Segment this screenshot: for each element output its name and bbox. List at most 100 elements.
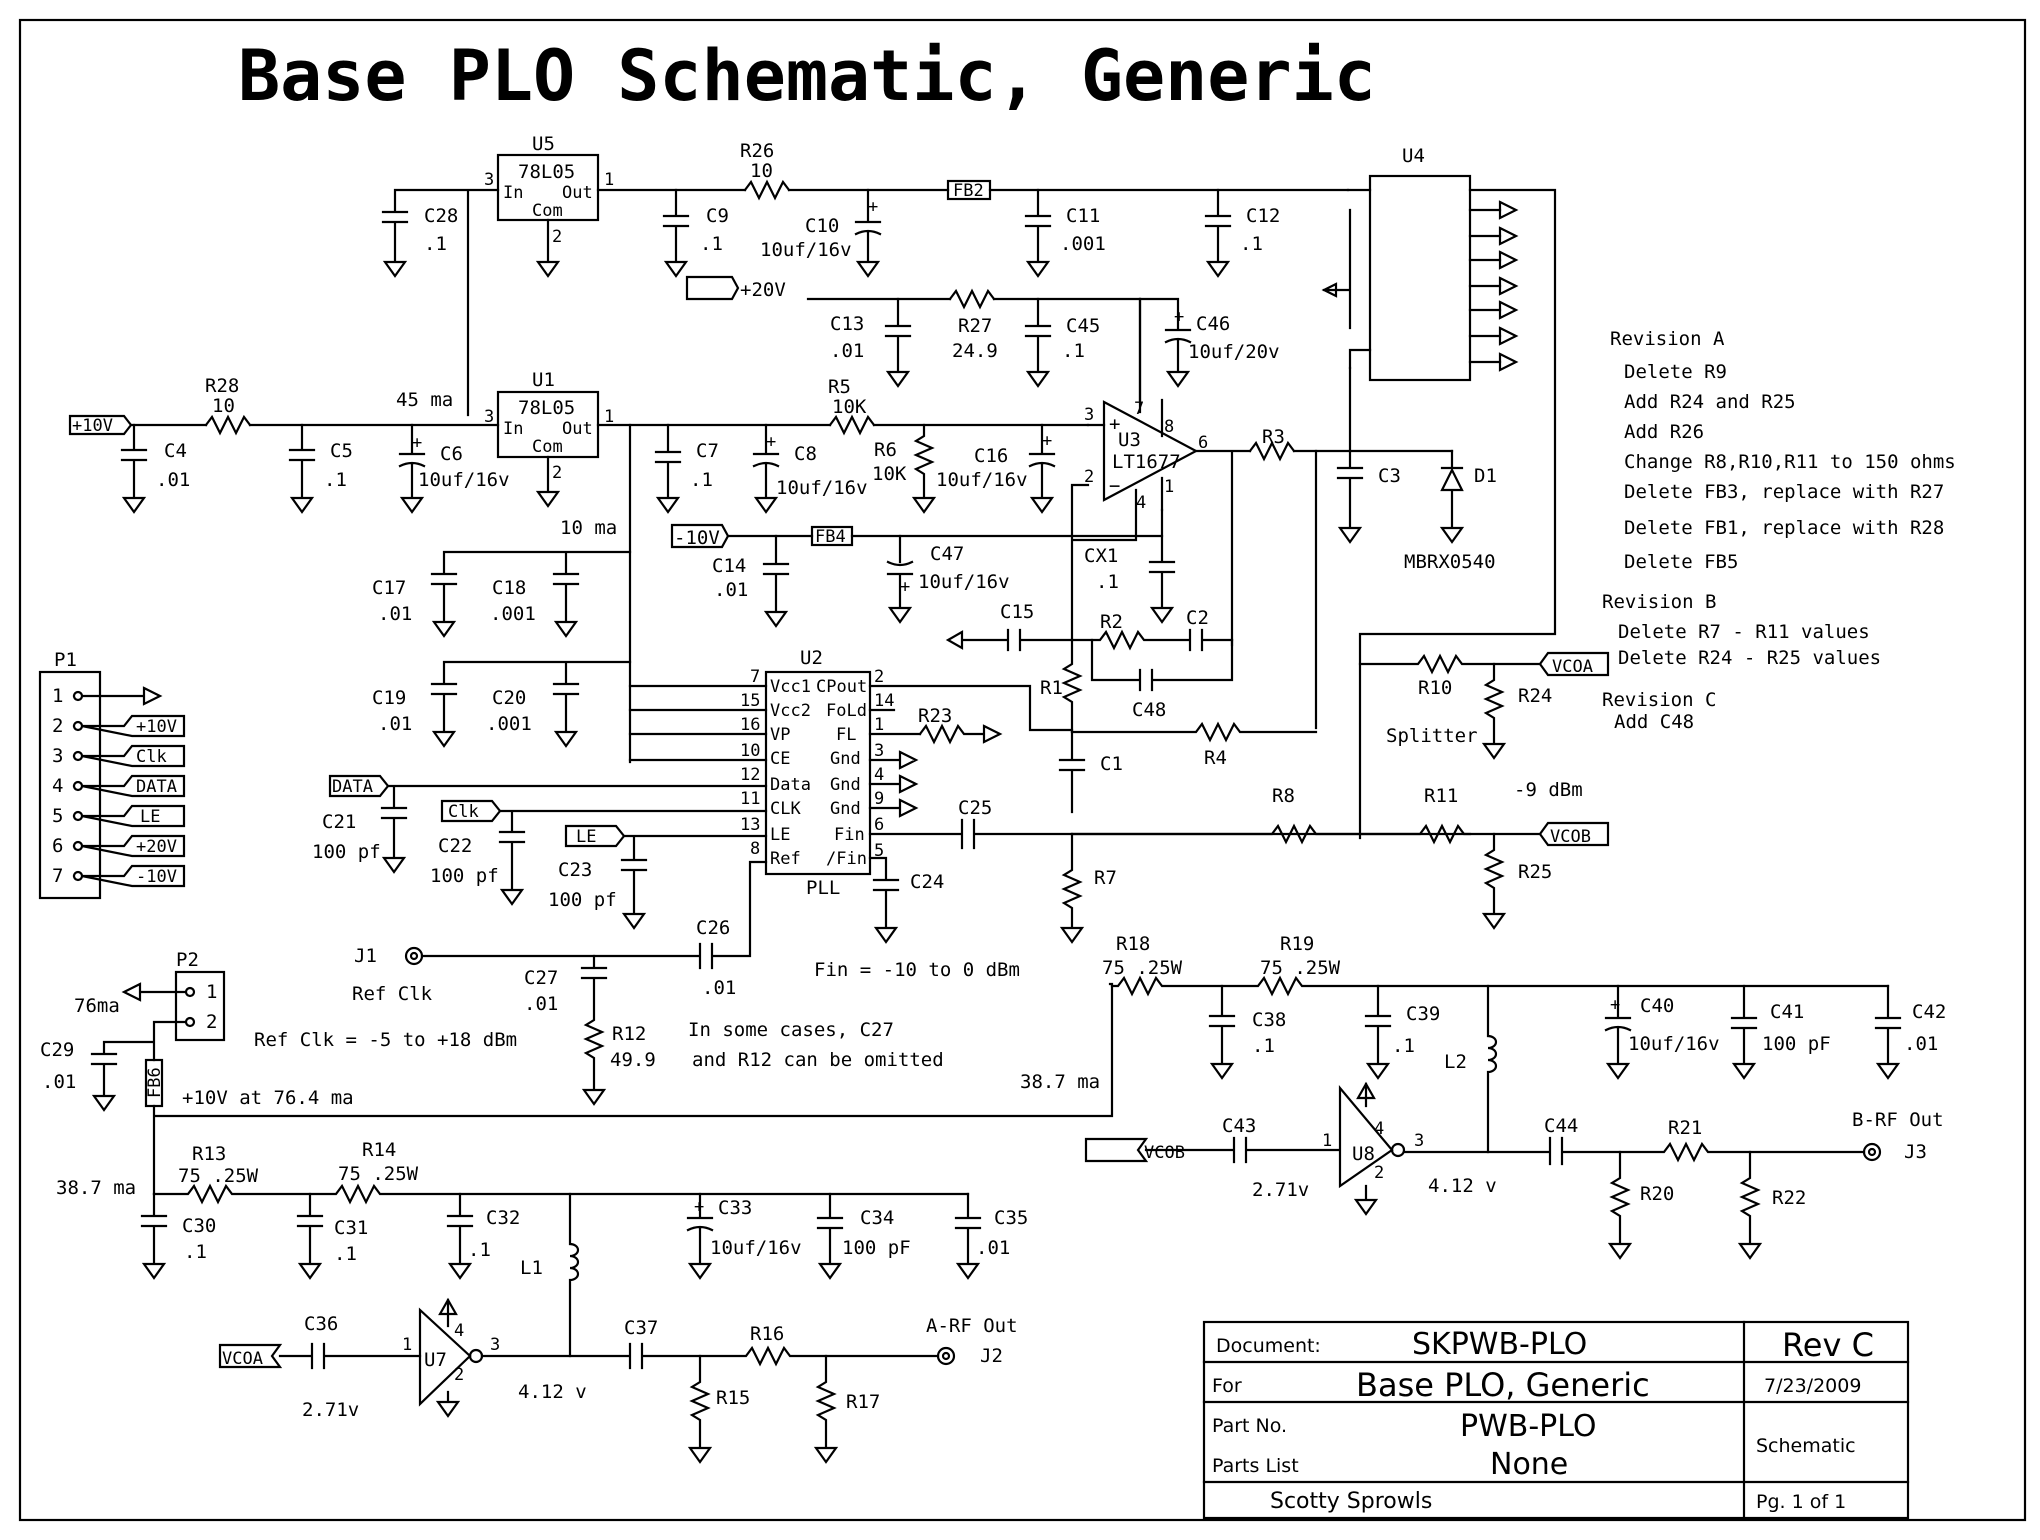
svg-text:.1: .1 — [700, 233, 723, 255]
svg-text:C21: C21 — [322, 811, 356, 833]
svg-text:PWB-PLO: PWB-PLO — [1460, 1409, 1597, 1444]
svg-text:1: 1 — [1164, 477, 1174, 497]
svg-text:2: 2 — [874, 667, 884, 687]
svg-text:Clk: Clk — [136, 747, 167, 767]
svg-text:4.12 v: 4.12 v — [1428, 1175, 1497, 1197]
svg-text:R18: R18 — [1116, 933, 1150, 955]
svg-text:Pg. 1 of 1: Pg. 1 of 1 — [1756, 1491, 1846, 1513]
svg-text:49.9: 49.9 — [610, 1049, 656, 1071]
svg-text:R11: R11 — [1424, 785, 1458, 807]
svg-text:LE: LE — [140, 807, 160, 827]
svg-text:C29: C29 — [40, 1039, 74, 1061]
svg-text:C40: C40 — [1640, 995, 1674, 1017]
svg-text:C17: C17 — [372, 577, 406, 599]
svg-text:+10V: +10V — [136, 717, 177, 737]
svg-text:Com: Com — [532, 437, 563, 457]
svg-text:10: 10 — [212, 395, 235, 417]
u3-opamp: + − U3 LT1677 3 2 6 7 8 4 1 — [1084, 399, 1208, 513]
svg-text:100 pF: 100 pF — [842, 1237, 911, 1259]
svg-text:Scotty Sprowls: Scotty Sprowls — [1270, 1489, 1432, 1514]
svg-text:R28: R28 — [205, 375, 239, 397]
svg-text:U3: U3 — [1118, 429, 1141, 451]
svg-text:J1: J1 — [354, 945, 377, 967]
svg-text:R10: R10 — [1418, 677, 1452, 699]
svg-text:C9: C9 — [706, 205, 729, 227]
svg-text:+: + — [1610, 995, 1620, 1015]
svg-text:.1: .1 — [468, 1239, 491, 1261]
svg-text:10: 10 — [740, 741, 760, 761]
svg-text:10uf/16v: 10uf/16v — [710, 1237, 802, 1259]
svg-text:10: 10 — [750, 160, 773, 182]
svg-text:FB6: FB6 — [145, 1067, 165, 1098]
svg-text:Com: Com — [532, 201, 563, 221]
svg-text:1: 1 — [1322, 1131, 1332, 1151]
svg-text:+: + — [412, 433, 422, 453]
svg-text:16: 16 — [740, 715, 760, 735]
svg-text:3: 3 — [1414, 1131, 1424, 1151]
svg-text:Fin: Fin — [834, 825, 865, 845]
svg-text:1: 1 — [52, 685, 63, 707]
svg-text:1: 1 — [874, 715, 884, 735]
svg-text:LE: LE — [770, 825, 790, 845]
svg-text:-10V: -10V — [674, 527, 720, 549]
svg-text:38.7 ma: 38.7 ma — [1020, 1071, 1100, 1093]
svg-text:R8: R8 — [1272, 785, 1295, 807]
u7-amp: U7 1 4 2 3 — [402, 1307, 500, 1407]
svg-text:C38: C38 — [1252, 1009, 1286, 1031]
svg-text:1: 1 — [402, 1335, 412, 1355]
svg-text:.01: .01 — [156, 469, 190, 491]
svg-text:PLL: PLL — [806, 877, 840, 899]
svg-text:.1: .1 — [690, 469, 713, 491]
svg-text:C34: C34 — [860, 1207, 894, 1229]
svg-text:2.71v: 2.71v — [1252, 1179, 1309, 1201]
svg-text:.01: .01 — [976, 1237, 1010, 1259]
svg-text:7: 7 — [750, 667, 760, 687]
svg-text:Gnd: Gnd — [830, 799, 861, 819]
svg-text:Out: Out — [562, 419, 593, 439]
svg-text:C1: C1 — [1100, 753, 1123, 775]
svg-text:C35: C35 — [994, 1207, 1028, 1229]
u4-splitter: U4 — [1368, 145, 1472, 382]
svg-text:MBRX0540: MBRX0540 — [1404, 551, 1496, 573]
svg-text:4: 4 — [1374, 1119, 1384, 1139]
svg-text:R24: R24 — [1518, 685, 1552, 707]
svg-text:Part No.: Part No. — [1212, 1415, 1287, 1437]
svg-text:.001: .001 — [486, 713, 532, 735]
svg-text:+: + — [1174, 307, 1184, 327]
svg-text:CLK: CLK — [770, 799, 801, 819]
svg-text:C45: C45 — [1066, 315, 1100, 337]
svg-text:B-RF Out: B-RF Out — [1852, 1109, 1944, 1131]
svg-text:75 .25W: 75 .25W — [178, 1165, 259, 1187]
svg-text:LE: LE — [576, 827, 596, 847]
svg-text:+20V: +20V — [740, 279, 786, 301]
u5-regulator: U5 78L05 In Out Com 3 1 2 — [484, 133, 614, 247]
svg-text:Data: Data — [770, 775, 811, 795]
svg-text:Rev C: Rev C — [1782, 1326, 1874, 1364]
connector-p2: P2 1 2 — [174, 949, 226, 1042]
svg-text:C46: C46 — [1196, 313, 1230, 335]
u8-amp: U8 1 4 2 3 — [1322, 1084, 1424, 1189]
svg-text:2: 2 — [1374, 1163, 1384, 1183]
svg-text:.01: .01 — [702, 977, 736, 999]
svg-text:13: 13 — [740, 815, 760, 835]
svg-text:For: For — [1212, 1375, 1242, 1397]
svg-text:C5: C5 — [330, 440, 353, 462]
svg-text:P1: P1 — [54, 649, 77, 671]
page-title: Base PLO Schematic, Generic — [238, 35, 1376, 117]
svg-text:Revision B: Revision B — [1602, 591, 1716, 613]
svg-text:+20V: +20V — [136, 837, 177, 857]
svg-text:FB2: FB2 — [953, 181, 984, 201]
svg-text:.1: .1 — [1062, 340, 1085, 362]
svg-text:12: 12 — [740, 765, 760, 785]
svg-text:C2: C2 — [1186, 607, 1209, 629]
svg-text:78L05: 78L05 — [518, 161, 575, 183]
svg-text:VCOA: VCOA — [1552, 657, 1593, 677]
svg-text:4: 4 — [454, 1321, 464, 1341]
svg-text:C12: C12 — [1246, 205, 1280, 227]
svg-text:C25: C25 — [958, 797, 992, 819]
svg-text:C33: C33 — [718, 1197, 752, 1219]
svg-text:10uf/16v: 10uf/16v — [918, 571, 1010, 593]
svg-text:+: + — [766, 432, 776, 452]
svg-text:-10V: -10V — [136, 867, 177, 887]
